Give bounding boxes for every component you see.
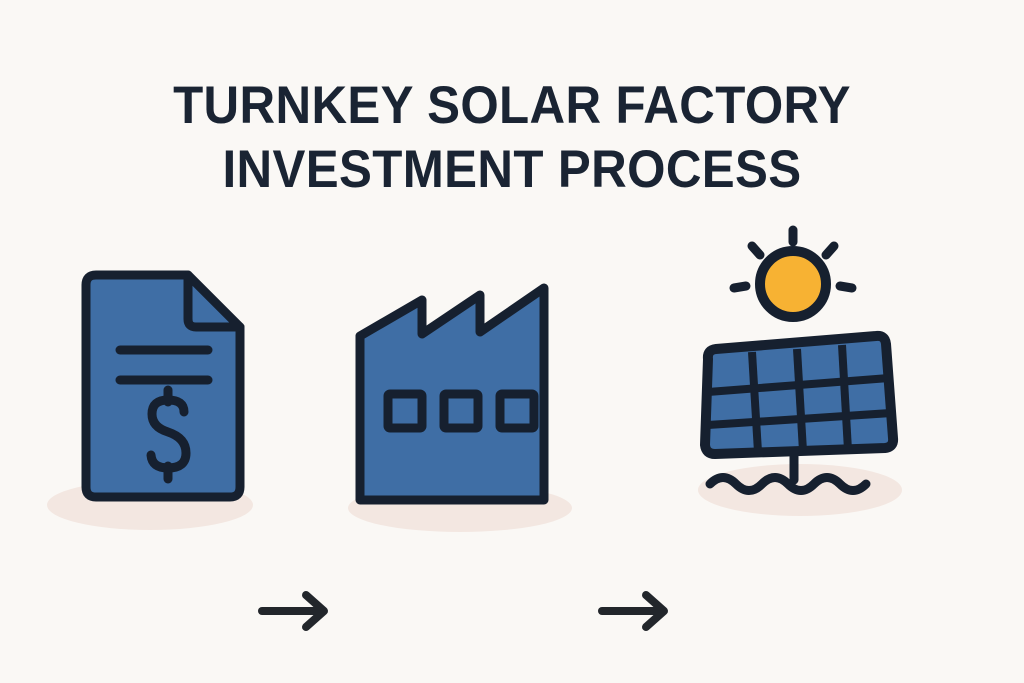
- sun-disc: [755, 246, 831, 322]
- solar-panel-divider-v1: [748, 351, 762, 453]
- solar-panel-board: [700, 330, 899, 459]
- flow-step-investment-document: [40, 222, 260, 542]
- solar-panel-divider-v2: [793, 348, 807, 452]
- flow-step-factory: [340, 222, 580, 542]
- sun-ray-upper-left: [747, 241, 765, 260]
- arrow-right-icon: [258, 591, 328, 631]
- dollar-sign-icon: [146, 385, 191, 484]
- page-title: TURNKEY SOLAR FACTORY INVESTMENT PROCESS: [0, 74, 1024, 202]
- factory-window-1: [383, 389, 427, 433]
- document-dollar-icon: [47, 270, 253, 530]
- arrow-right-icon: [598, 591, 668, 631]
- process-flow: [0, 222, 1024, 631]
- solar-panel-divider-h2: [707, 409, 892, 429]
- solar-panel-divider-v3: [838, 344, 852, 451]
- ground-wave-line: [705, 473, 871, 495]
- solar-panel-divider-h1: [707, 374, 890, 396]
- flow-connector-2: [598, 589, 678, 633]
- factory-window-2: [439, 389, 483, 433]
- flow-connector-1: [258, 589, 338, 633]
- page-title-line-2: INVESTMENT PROCESS: [222, 140, 802, 199]
- page-title-line-1: TURNKEY SOLAR FACTORY: [173, 76, 851, 135]
- document-fold-corner: [183, 270, 245, 332]
- sun-ray-upper-right: [821, 241, 839, 260]
- sun-ray-right: [835, 281, 857, 293]
- flow-step-solar-panel: [680, 222, 920, 542]
- sun-icon: [729, 225, 857, 322]
- solar-panel-sun-icon: [698, 225, 902, 516]
- factory-icon: [348, 283, 572, 532]
- sun-ray-left: [729, 281, 751, 293]
- factory-window-3: [495, 389, 539, 433]
